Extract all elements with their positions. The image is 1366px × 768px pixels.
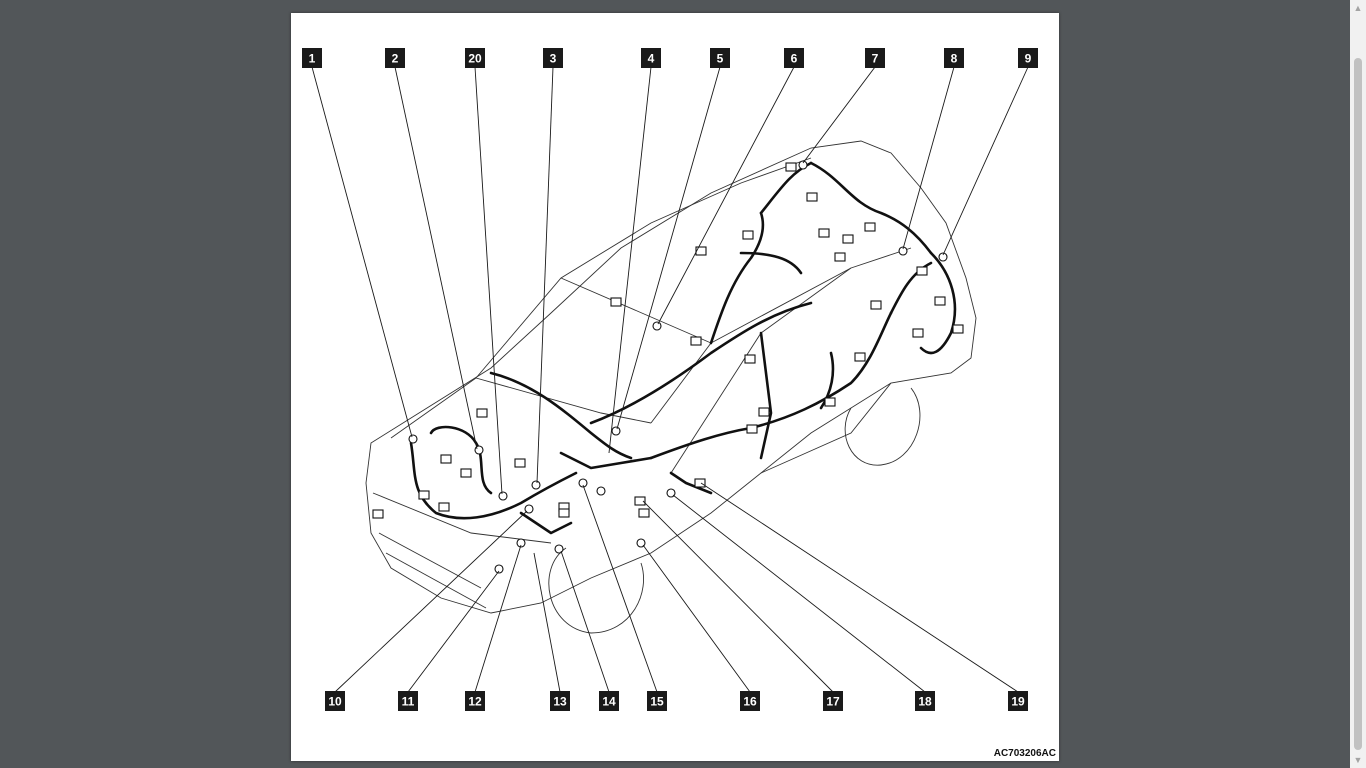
- callout-label: 17: [826, 695, 840, 709]
- callout-label: 11: [402, 695, 415, 709]
- callout-19: 19: [1008, 691, 1028, 711]
- callout-label: 14: [602, 695, 616, 709]
- wiring-harness-diagram: 1 2 20 3 4: [302, 48, 1038, 711]
- callout-8: 8: [944, 48, 964, 68]
- scroll-up-arrow-icon[interactable]: ▲: [1353, 3, 1363, 13]
- callout-13: 13: [550, 691, 570, 711]
- callout-label: 19: [1011, 695, 1025, 709]
- callout-20: 20: [465, 48, 485, 68]
- callout-label: 5: [717, 52, 724, 66]
- scroll-down-arrow-icon[interactable]: ▼: [1353, 755, 1363, 765]
- callout-11: 11: [398, 691, 418, 711]
- connectors: [372, 160, 964, 574]
- callout-label: 12: [468, 695, 482, 709]
- callout-label: 9: [1025, 52, 1032, 66]
- callout-label: 6: [791, 52, 798, 66]
- leader-lines: [311, 66, 1029, 693]
- vehicle-outline: [365, 140, 977, 634]
- vertical-scrollbar[interactable]: ▲ ▼: [1350, 0, 1366, 768]
- callout-label: 7: [872, 52, 879, 66]
- callout-3: 3: [543, 48, 563, 68]
- callout-label: 15: [650, 695, 664, 709]
- callout-4: 4: [641, 48, 661, 68]
- callout-12: 12: [465, 691, 485, 711]
- callout-badges: 1 2 20 3 4: [302, 48, 1038, 711]
- callout-1: 1: [302, 48, 322, 68]
- callout-18: 18: [915, 691, 935, 711]
- callout-17: 17: [823, 691, 843, 711]
- callout-label: 18: [918, 695, 932, 709]
- document-page: 1 2 20 3 4: [291, 13, 1059, 761]
- callout-5: 5: [710, 48, 730, 68]
- callout-label: 3: [550, 52, 557, 66]
- callout-label: 16: [743, 695, 757, 709]
- callout-label: 2: [392, 52, 399, 66]
- callout-16: 16: [740, 691, 760, 711]
- callout-label: 8: [951, 52, 958, 66]
- wiring-harness: [409, 161, 957, 535]
- scrollbar-thumb[interactable]: [1354, 58, 1362, 750]
- callout-label: 20: [468, 52, 482, 66]
- callout-label: 4: [648, 52, 655, 66]
- callout-2: 2: [385, 48, 405, 68]
- callout-label: 10: [328, 695, 342, 709]
- callout-15: 15: [647, 691, 667, 711]
- callout-label: 13: [553, 695, 567, 709]
- callout-label: 1: [309, 52, 316, 66]
- callout-14: 14: [599, 691, 619, 711]
- callout-9: 9: [1018, 48, 1038, 68]
- callout-6: 6: [784, 48, 804, 68]
- callout-7: 7: [865, 48, 885, 68]
- figure-code: AC703206AC: [993, 748, 1056, 759]
- callout-10: 10: [325, 691, 345, 711]
